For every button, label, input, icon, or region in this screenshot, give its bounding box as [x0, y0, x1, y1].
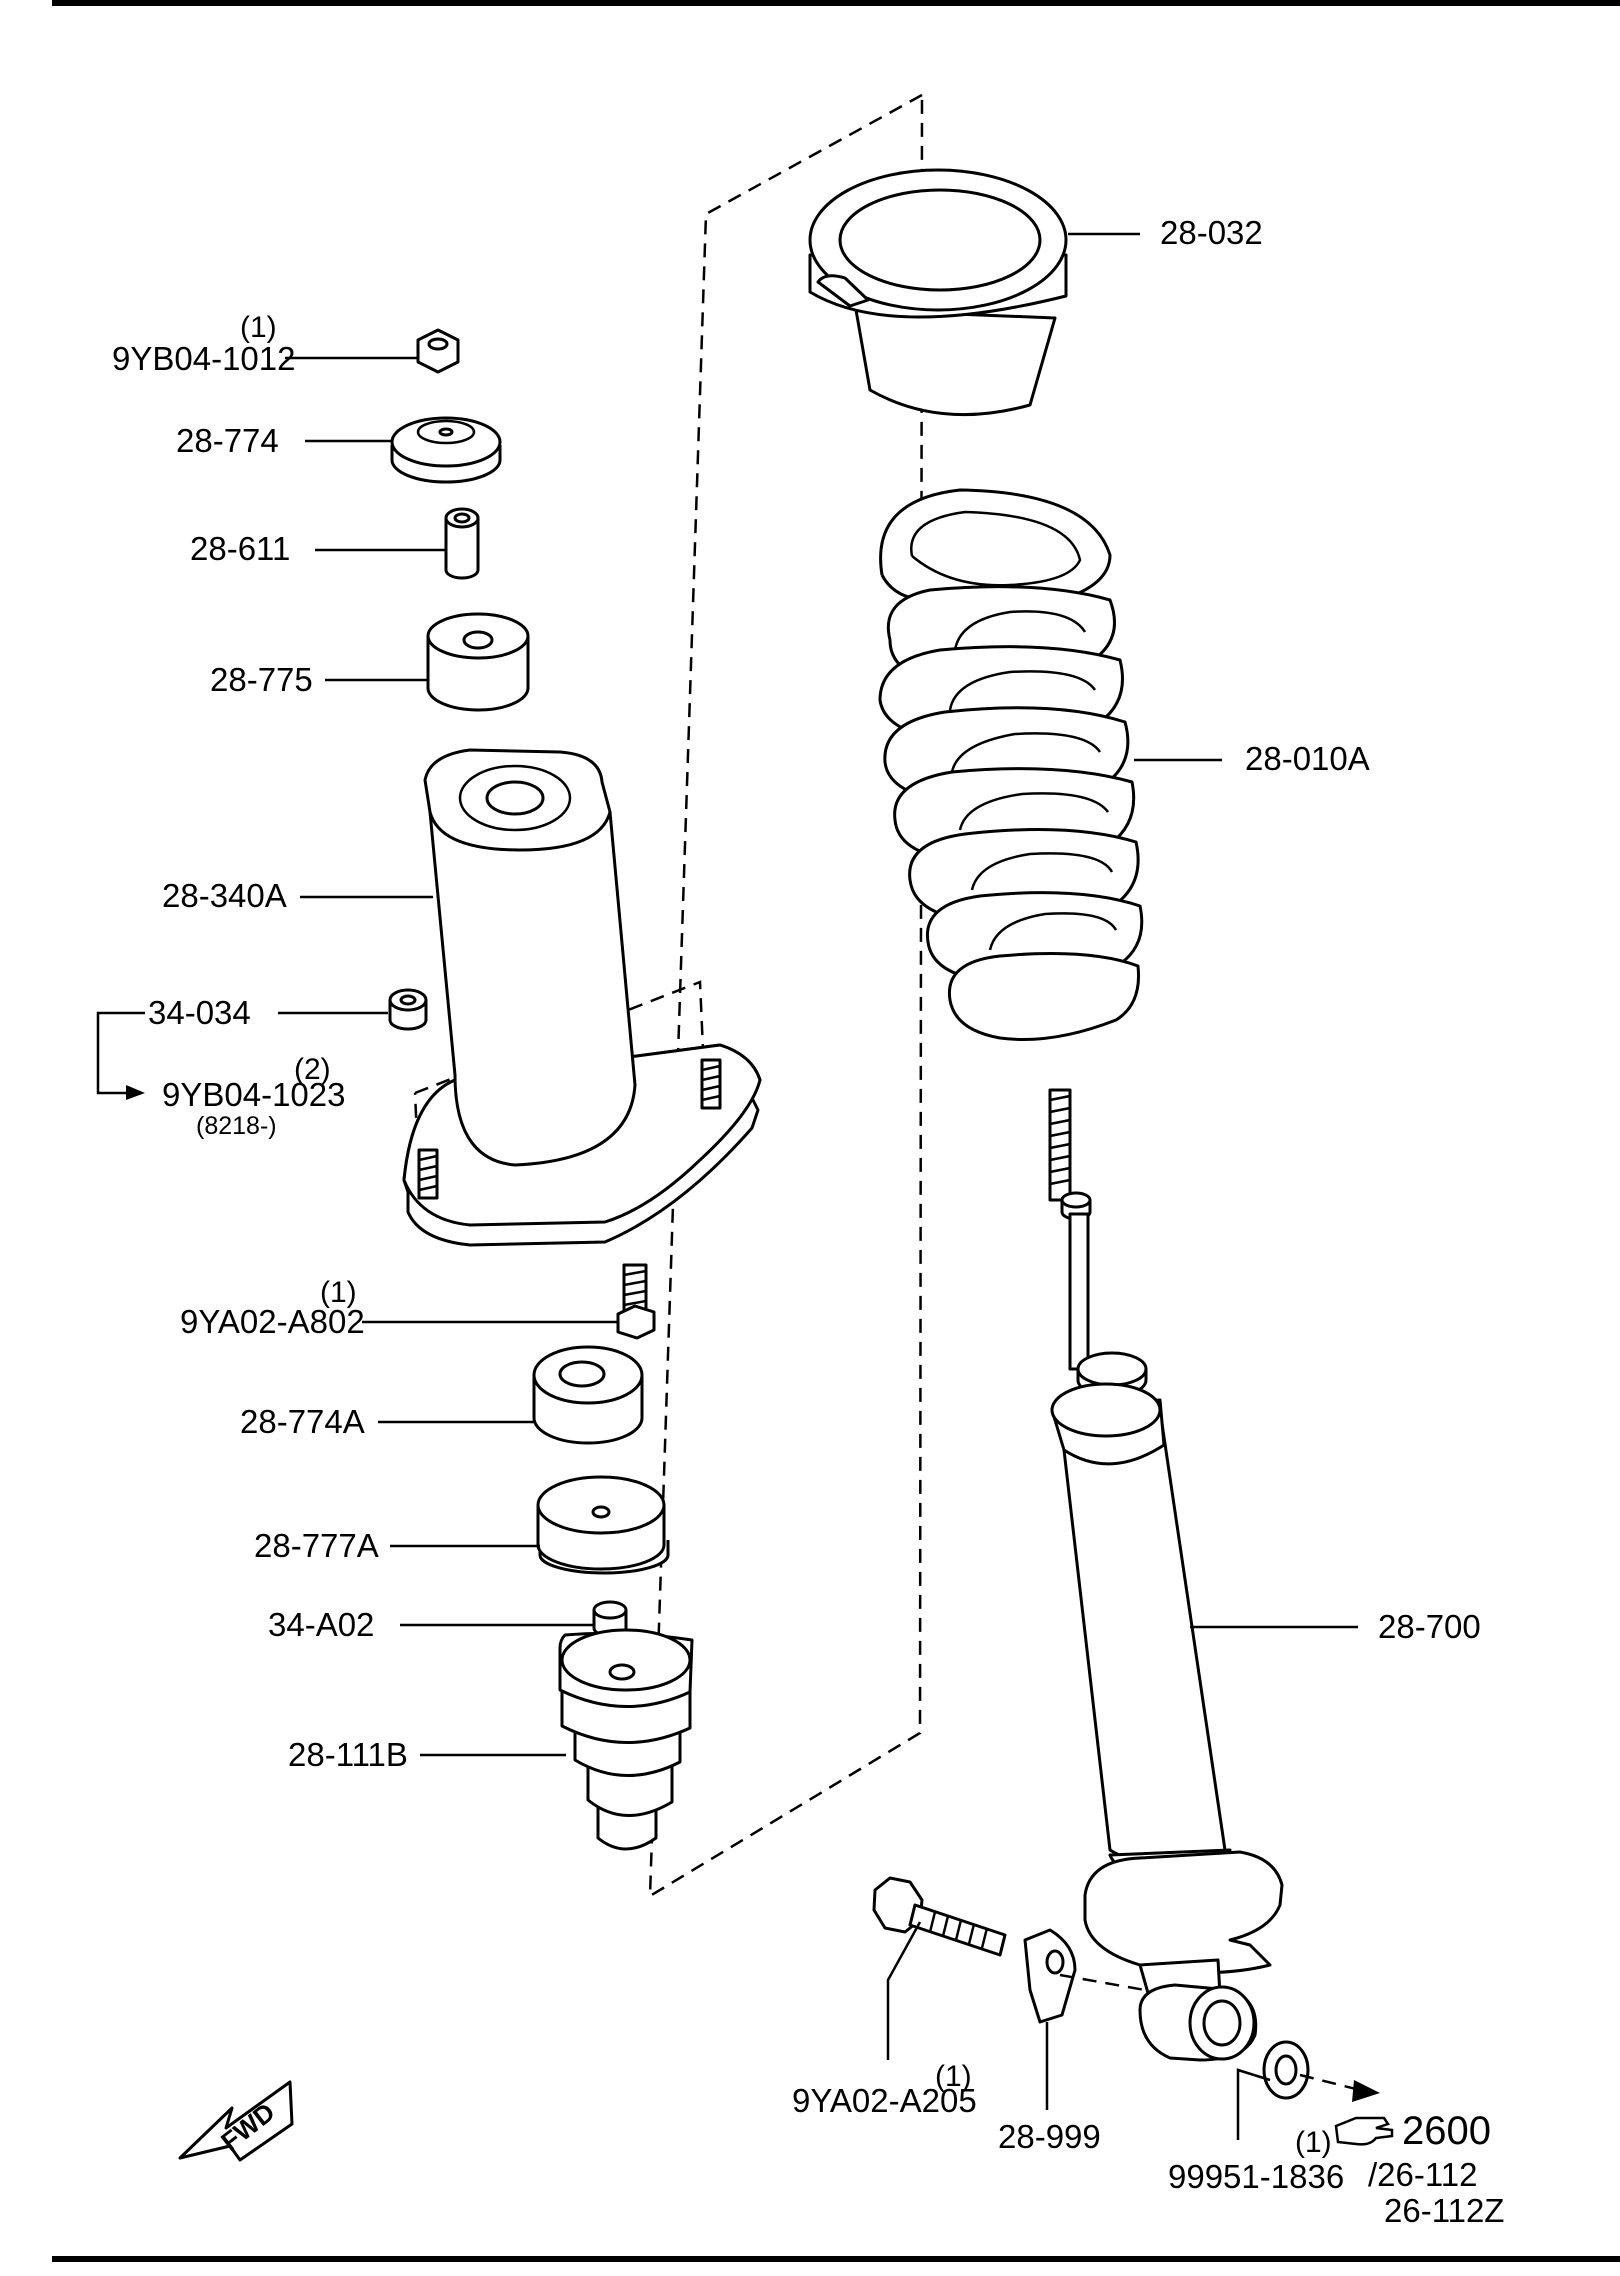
bolt-part[interactable] [616, 1263, 656, 1340]
label-28-611[interactable]: 28-611 [190, 530, 290, 567]
upper-spring-seat-part[interactable] [808, 168, 1068, 417]
ref-arrow-head [1352, 2080, 1380, 2102]
small-nut-part[interactable] [388, 988, 428, 1031]
qty-9yb04-1023: (2) [294, 1053, 331, 1086]
bushing-part[interactable] [426, 612, 530, 712]
label-34-034[interactable]: 34-034 [148, 994, 251, 1031]
label-34-a02[interactable]: 34-A02 [268, 1606, 374, 1643]
qty-9ya02-a205: (1) [935, 2060, 972, 2093]
nut-part[interactable] [416, 328, 460, 374]
assembly-path [1299, 2073, 1361, 2092]
label-28-777a[interactable]: 28-777A [254, 1527, 379, 1564]
washer-part[interactable] [390, 416, 502, 484]
label-28-999[interactable]: 28-999 [998, 2118, 1101, 2155]
ref-26-112z[interactable]: 26-112Z [1384, 2192, 1504, 2229]
label-9ya02-a802[interactable]: 9YA02-A802 [180, 1303, 365, 1340]
insulator-part[interactable] [532, 1345, 644, 1445]
label-28-111b[interactable]: 28-111B [288, 1736, 408, 1773]
label-28-032[interactable]: 28-032 [1160, 214, 1263, 251]
coil-spring-part[interactable] [878, 488, 1144, 1041]
bottom-rule [52, 2256, 1620, 2262]
label-28-775[interactable]: 28-775 [210, 661, 313, 698]
note-9yb04-1023: (8218-) [196, 1112, 277, 1140]
pointing-hand-icon [1334, 2116, 1394, 2146]
bump-stopper-part[interactable] [558, 1628, 694, 1851]
label-28-010a[interactable]: 28-010A [1245, 740, 1370, 777]
dust-boot-part[interactable] [423, 748, 637, 1167]
bracket-stud [417, 1148, 439, 1200]
label-28-700[interactable]: 28-700 [1378, 1608, 1481, 1645]
spring-seat-part[interactable] [536, 1475, 670, 1575]
label-99951-1836[interactable]: 99951-1836 [1168, 2158, 1344, 2195]
bracket-washer-part[interactable] [1023, 1928, 1077, 2024]
label-9ya02-a205[interactable]: 9YA02-A205 [792, 2082, 977, 2119]
qty-9ya02-a802: (1) [320, 1276, 357, 1309]
qty-99951-1836: (1) [1295, 2126, 1332, 2159]
top-rule [52, 0, 1620, 6]
assembly-path [1059, 1973, 1146, 1992]
label-28-774[interactable]: 28-774 [176, 422, 279, 459]
assembly-boundary [648, 93, 924, 1899]
bracket-stud [700, 1058, 722, 1110]
end-washer-part[interactable] [1262, 2040, 1310, 2100]
label-28-340a[interactable]: 28-340A [162, 877, 287, 914]
collar-part[interactable] [444, 507, 480, 580]
ref-26-112[interactable]: /26-112 [1368, 2156, 1477, 2193]
leader-lines [96, 232, 1358, 2140]
shock-absorber-part[interactable] [1048, 1088, 1284, 2062]
ref-section-2600[interactable]: 2600 [1402, 2109, 1491, 2153]
fwd-arrow-icon: FWD [178, 2080, 294, 2162]
qty-9yb04-1012: (1) [240, 311, 277, 344]
lower-bolt-part[interactable] [872, 1876, 1007, 1957]
label-9yb04-1012[interactable]: 9YB04-1012 [112, 340, 295, 377]
label-28-774a[interactable]: 28-774A [240, 1403, 365, 1440]
label-9yb04-1023[interactable]: 9YB04-1023 [162, 1076, 345, 1113]
